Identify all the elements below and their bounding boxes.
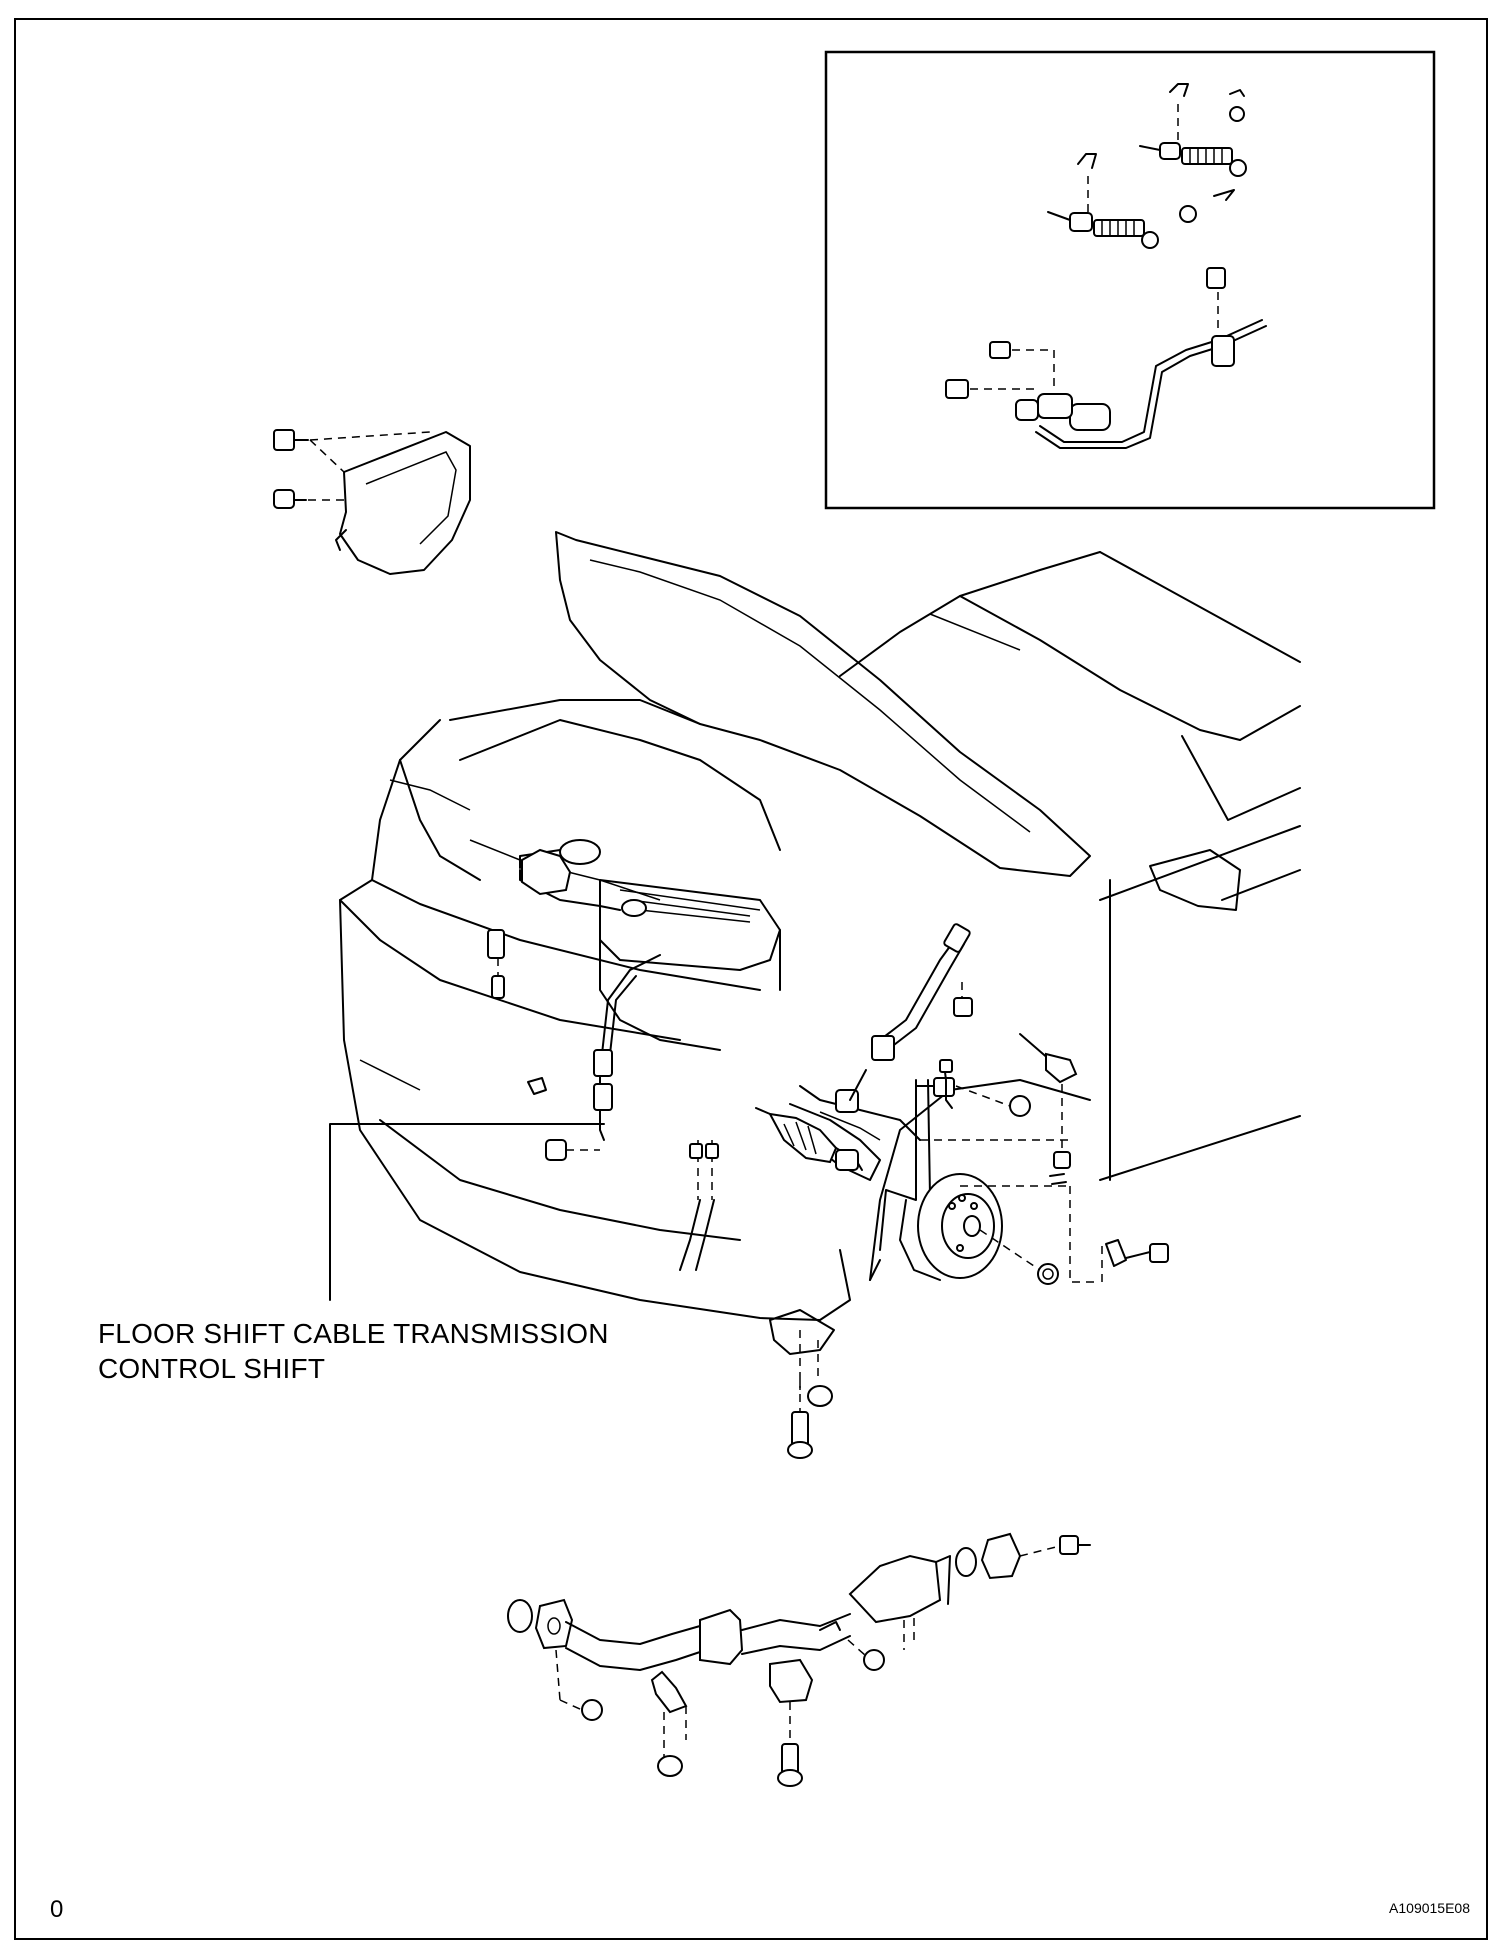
- callout-line-1: FLOOR SHIFT CABLE TRANSMISSION: [98, 1318, 609, 1349]
- inset-detail: [824, 50, 1436, 510]
- drive-shaft: [755, 1107, 863, 1171]
- front-lines: [679, 1140, 719, 1271]
- engine-assembly: [487, 839, 781, 1051]
- figure-reference-id: A109015E08: [1389, 1900, 1470, 1916]
- front-bracket: [769, 1309, 835, 1459]
- vehicle-body: [339, 531, 1301, 1321]
- floor-shift-cable-callout: FLOOR SHIFT CABLE TRANSMISSION CONTROL S…: [98, 1316, 609, 1386]
- callout-line-2: CONTROL SHIFT: [98, 1353, 326, 1384]
- exhaust-front-pipe: [507, 1532, 1091, 1787]
- inset-cable-lower: [1047, 153, 1197, 249]
- page-marker: 0: [50, 1896, 64, 1923]
- page-frame: [14, 18, 1488, 1940]
- front-hub-assembly: [879, 1079, 1059, 1285]
- tie-rod-and-link: [920, 1033, 1169, 1288]
- steering-shaft: [789, 923, 973, 1181]
- engine-under-cover: [273, 429, 471, 575]
- callout-leader: [329, 1123, 605, 1301]
- inset-clutch-line: [945, 267, 1267, 449]
- inset-cable-upper: [1139, 83, 1247, 201]
- floor-shift-cable: [527, 954, 661, 1161]
